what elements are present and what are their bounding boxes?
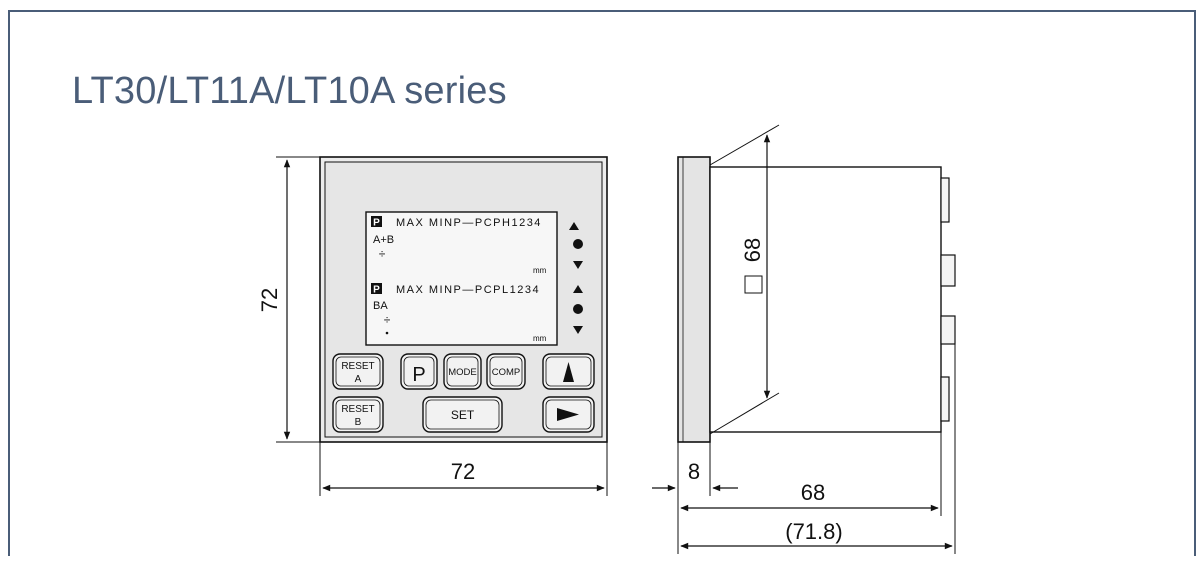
cutout-diagonal-top (709, 124, 780, 166)
row2-unit: mm (533, 334, 547, 343)
up-button[interactable] (542, 353, 595, 390)
right-arrow-icon (557, 408, 579, 421)
lcd-display (365, 211, 558, 346)
reset-b-button[interactable]: RESET B (332, 396, 384, 433)
frame-left-border (8, 10, 10, 556)
comp-button[interactable]: COMP (486, 353, 526, 390)
row2-channel: BA (373, 300, 388, 312)
row2-readout: MAX MINP—PCPL1234 (396, 284, 540, 296)
right-button[interactable] (542, 396, 595, 433)
set-button[interactable]: SET (422, 396, 503, 433)
row1-division-icon: ÷ (379, 247, 386, 261)
page-title: LT30/LT11A/LT10A series (72, 70, 507, 112)
row1-up-indicator-icon (569, 222, 579, 230)
row1-indicator-box (371, 216, 382, 227)
connector-4 (940, 376, 950, 422)
svg-text:B: B (355, 417, 362, 428)
svg-text:RESET: RESET (341, 361, 374, 372)
svg-text:RESET: RESET (341, 404, 374, 415)
row2-division-icon: ÷ (384, 313, 391, 327)
row1-indicator: P (373, 218, 380, 229)
row1-dot-indicator-icon (573, 239, 583, 249)
body-depth-label: 68 (801, 480, 825, 505)
mode-button[interactable]: MODE (443, 353, 482, 390)
svg-text:COMP: COMP (492, 367, 521, 378)
row2-up-indicator-icon (573, 285, 583, 293)
row2-dot-icon (385, 331, 389, 335)
reset-a-button[interactable]: RESET A (332, 353, 384, 390)
connector-3 (940, 315, 956, 345)
svg-text:SET: SET (451, 408, 475, 422)
width-dimension-label: 72 (451, 459, 475, 484)
row2-indicator: P (373, 285, 380, 296)
up-arrow-icon (563, 362, 574, 382)
row1-down-indicator-icon (573, 261, 583, 269)
svg-text:MODE: MODE (448, 367, 477, 378)
row1-readout: MAX MINP—PCPH1234 (396, 217, 542, 229)
row1-unit: mm (533, 266, 547, 275)
row2-indicator-box (371, 283, 382, 294)
row1-channel: A+B (373, 234, 394, 246)
row2-down-indicator-icon (573, 326, 583, 334)
row2-dot-indicator-icon (573, 304, 583, 314)
frame-top-border (8, 10, 1196, 12)
frame-right-border (1194, 10, 1196, 556)
connector-2 (940, 254, 956, 287)
front-view: P MAX MINP—PCPH1234 A+B ÷ mm P MAX MINP—… (257, 156, 608, 496)
bezel-depth-label: 8 (688, 459, 700, 484)
cutout-dimension-label: 68 (740, 238, 765, 262)
total-depth-label: (71.8) (785, 519, 842, 544)
side-body (709, 166, 942, 433)
square-symbol-icon (744, 275, 763, 294)
p-button[interactable]: P (400, 353, 438, 390)
svg-text:P: P (412, 364, 425, 386)
cutout-diagonal-bottom (709, 392, 780, 435)
connector-1 (940, 177, 950, 223)
height-dimension-label: 72 (257, 288, 282, 312)
side-view: 68 8 68 (71.8) (652, 124, 956, 554)
svg-text:A: A (355, 374, 362, 385)
